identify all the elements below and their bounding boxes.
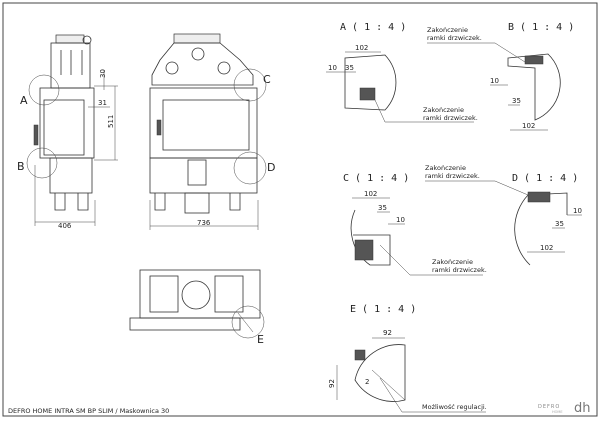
dim: 35	[378, 204, 387, 212]
svg-text:dh: dh	[574, 401, 591, 416]
dim: 2	[365, 378, 369, 386]
dim-736: 736	[197, 219, 211, 227]
dim: 92	[383, 329, 392, 337]
dim: 92	[328, 379, 336, 388]
note: ramki drzwiczek.	[425, 172, 480, 180]
detail-a: A ( 1 : 4 ) 102 35 10 Zakończenie ramki …	[326, 22, 478, 123]
detail-e: E ( 1 : 4 ) 92 92 2 Możliwość regulacji.	[328, 304, 487, 413]
callout-c: C	[263, 73, 271, 86]
callout-e: E	[257, 333, 264, 346]
dim: 35	[345, 64, 354, 72]
dim: 102	[355, 44, 368, 52]
note: Możliwość regulacji.	[422, 403, 487, 411]
detail-b: B ( 1 : 4 ) 10 35 102 Zakończenie ramki …	[427, 22, 574, 131]
dim: 10	[328, 64, 337, 72]
side-view: 406 511 30 31 A B	[17, 34, 118, 230]
defro-home-logo: DEFRO HOME dh	[538, 401, 591, 416]
detail-c-title: C ( 1 : 4 )	[343, 173, 409, 184]
note: ramki drzwiczek.	[423, 114, 478, 122]
dim-31: 31	[98, 99, 107, 107]
detail-c: C ( 1 : 4 ) 102 35 10 Zakończenie ramki …	[343, 173, 487, 276]
callout-a: A	[20, 94, 28, 107]
detail-e-title: E ( 1 : 4 )	[350, 304, 416, 315]
detail-a-title: A ( 1 : 4 )	[340, 22, 406, 33]
dim-406: 406	[58, 222, 72, 230]
dim: 35	[512, 97, 521, 105]
note: Zakończenie	[425, 164, 466, 172]
dim: 102	[522, 122, 535, 130]
note: ramki drzwiczek.	[432, 266, 487, 274]
note: Zakończenie	[423, 106, 464, 114]
svg-text:HOME: HOME	[552, 410, 563, 414]
detail-b-title: B ( 1 : 4 )	[508, 22, 574, 33]
note: Zakończenie	[432, 258, 473, 266]
front-view: 736 C D	[149, 33, 275, 230]
dim: 102	[364, 190, 377, 198]
svg-text:DEFRO: DEFRO	[538, 404, 560, 410]
detail-d-title: D ( 1 : 4 )	[512, 173, 578, 184]
callout-d: D	[267, 161, 275, 174]
top-view: E	[129, 269, 265, 346]
note: ramki drzwiczek.	[427, 34, 482, 42]
dim: 10	[573, 207, 582, 215]
drawing-frame	[2, 2, 598, 417]
dim-511: 511	[107, 115, 115, 128]
dim: 102	[540, 244, 553, 252]
dim-30: 30	[99, 69, 107, 78]
dim: 10	[396, 216, 405, 224]
detail-d: D ( 1 : 4 ) 10 35 102 Zakończenie ramki …	[425, 164, 582, 266]
title-block: DEFRO HOME INTRA SM BP SLIM / Maskownica…	[8, 407, 169, 415]
note: Zakończenie	[427, 26, 468, 34]
dim: 10	[490, 77, 499, 85]
callout-b: B	[17, 160, 25, 173]
dim: 35	[555, 220, 564, 228]
